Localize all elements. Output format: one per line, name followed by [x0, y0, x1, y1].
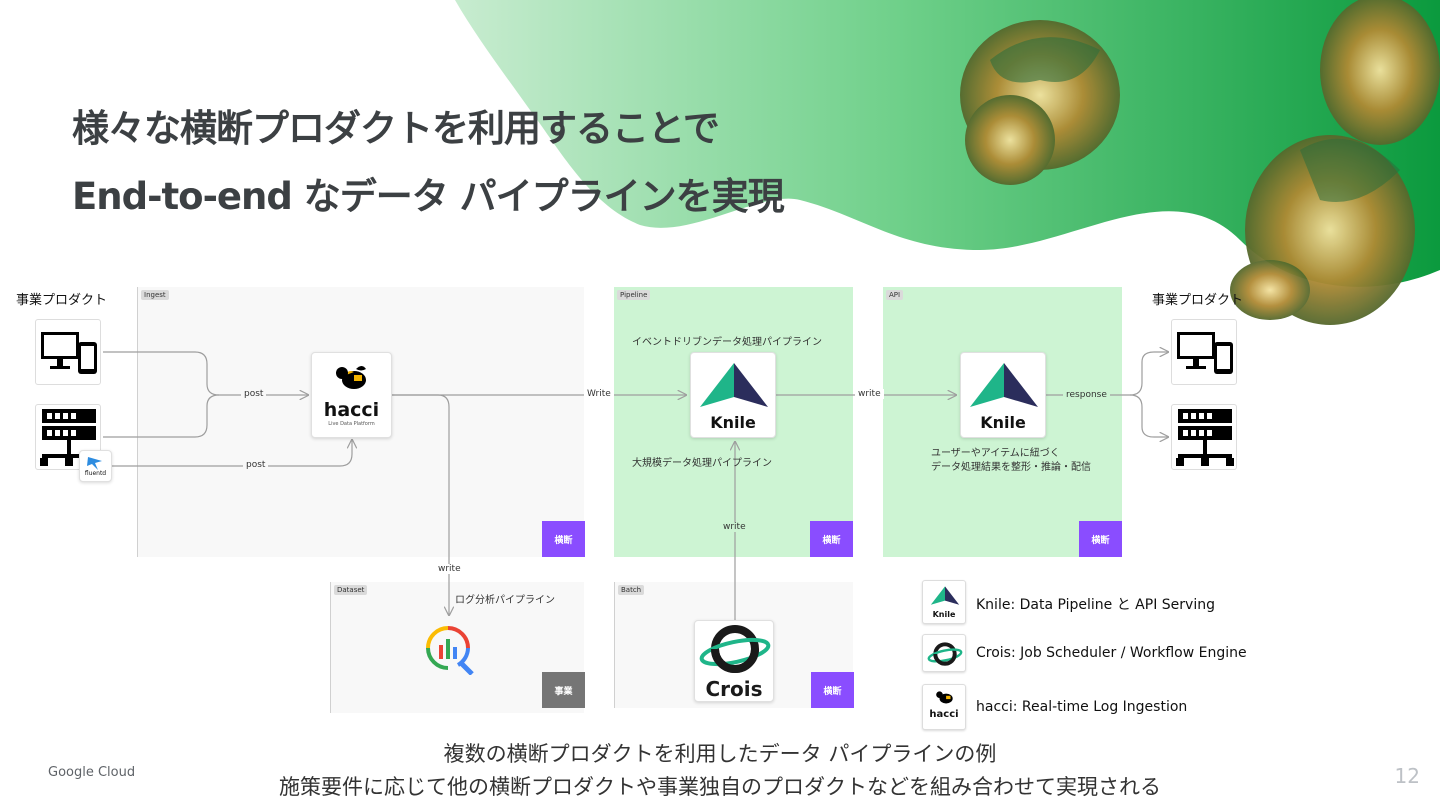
api-caption-line1: ユーザーやアイテムに紐づく [931, 444, 1060, 459]
knile-logo-icon [930, 585, 960, 607]
monitor-phone-icon [1172, 320, 1238, 386]
legend-knile-icon-label: Knile [923, 610, 965, 619]
legend-crois-icon-box [922, 634, 966, 672]
pipeline-caption-bottom: 大規模データ処理パイプライン [632, 454, 772, 469]
crois-node: Crois [694, 620, 774, 702]
knile-pipeline-label: Knile [691, 413, 775, 432]
legend-crois-text: Crois: Job Scheduler / Workflow Engine [976, 645, 1247, 661]
monitor-phone-icon [36, 320, 102, 386]
legend-knile-text: Knile: Data Pipeline と API Serving [976, 594, 1215, 614]
client-devices-node [35, 319, 101, 385]
edge-devices-to-hacci [103, 352, 308, 395]
hacci-bee-icon [934, 689, 956, 707]
api-caption-line2: データ処理結果を整形・推論・配信 [931, 458, 1091, 473]
dataset-caption: ログ分析パイプライン [455, 591, 555, 606]
fluentd-node: fluentd [79, 450, 112, 482]
bottom-caption-line1: 複数の横断プロダクトを利用したデータ パイプラインの例 [0, 738, 1440, 768]
knile-logo-icon [698, 361, 770, 411]
edge-label-post-top: post [241, 389, 266, 399]
server-rack-icon [1172, 405, 1238, 471]
edge-api-response-top [1046, 352, 1168, 395]
edge-label-write-dataset: write [435, 564, 464, 574]
hacci-bee-icon [332, 363, 372, 395]
client-devices-node-right [1171, 319, 1237, 385]
pipeline-caption-top: イベントドリブンデータ処理パイプライン [632, 333, 822, 348]
edge-label-post-bottom: post [243, 460, 268, 470]
knile-api-node: Knile [960, 352, 1046, 438]
hacci-label: hacci [312, 399, 391, 421]
crois-logo-icon [927, 639, 963, 669]
edge-label-write-pipeline: Write [584, 389, 614, 399]
edge-servers-to-hacci [103, 395, 219, 437]
edge-label-response: response [1063, 390, 1110, 400]
hacci-node: hacci Live Data Platform [311, 352, 392, 438]
legend-hacci-icon-box: hacci [922, 684, 966, 730]
fluentd-label: fluentd [80, 470, 111, 477]
knile-logo-icon [968, 361, 1040, 411]
edge-label-write-batch: write [720, 522, 749, 532]
legend-hacci-text: hacci: Real-time Log Ingestion [976, 699, 1187, 715]
page-number: 12 [1395, 764, 1420, 788]
legend-knile-icon-box: Knile [922, 580, 966, 624]
edge-fluentd-to-hacci [112, 440, 352, 466]
knile-pipeline-node: Knile [690, 352, 776, 438]
knile-api-label: Knile [961, 413, 1045, 432]
legend-hacci-icon-label: hacci [923, 709, 965, 720]
edge-api-response-bottom [1130, 395, 1168, 437]
crois-label: Crois [695, 677, 773, 701]
hacci-sublabel: Live Data Platform [312, 421, 391, 427]
edge-label-write-api: write [855, 389, 884, 399]
crois-logo-icon [698, 623, 772, 675]
google-cloud-logo: Google Cloud [48, 765, 135, 780]
bigquery-analytics-icon [425, 625, 475, 675]
edge-hacci-to-dataset [392, 395, 449, 615]
server-node-right [1171, 404, 1237, 470]
bottom-caption-line2: 施策要件に応じて他の横断プロダクトや事業独自のプロダクトなどを組み合わせて実現さ… [0, 771, 1440, 801]
